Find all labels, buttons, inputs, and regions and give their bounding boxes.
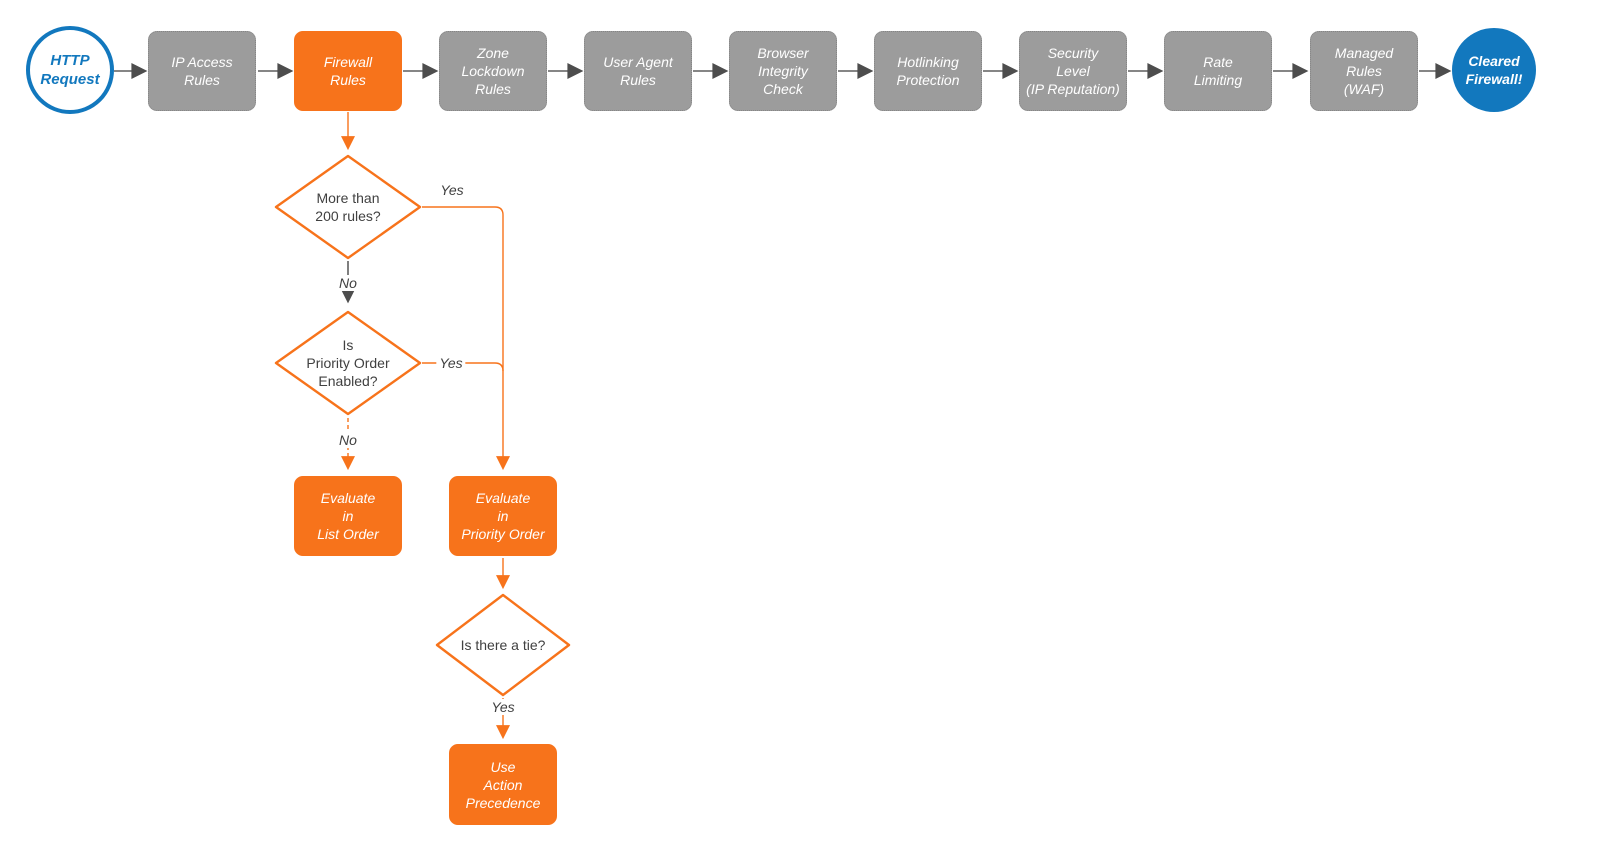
action-evaluate-list-order: Evaluate in List Order bbox=[294, 476, 402, 556]
step-firewall-rules-label: Firewall Rules bbox=[323, 54, 373, 88]
edge-decision-200-yes-to-priority-order bbox=[422, 206, 510, 471]
diamond-shape bbox=[274, 310, 422, 416]
step-hotlinking-protection: Hotlinking Protection bbox=[874, 31, 982, 111]
decision-priority-order-enabled-label: Is Priority Order Enabled? bbox=[306, 337, 390, 389]
decision-more-than-200-rules: More than 200 rules? bbox=[274, 154, 422, 260]
step-zone-lockdown-rules: Zone Lockdown Rules bbox=[439, 31, 547, 111]
node-cleared-firewall-label: Cleared Firewall! bbox=[1465, 53, 1523, 87]
step-browser-integrity-check-label: Browser Integrity Check bbox=[757, 45, 809, 97]
node-http-request-label: HTTP Request bbox=[40, 52, 100, 88]
step-zone-lockdown-rules-label: Zone Lockdown Rules bbox=[461, 45, 525, 97]
node-cleared-firewall: Cleared Firewall! bbox=[1452, 28, 1536, 112]
step-firewall-rules: Firewall Rules bbox=[294, 31, 402, 111]
step-ip-access-rules: IP Access Rules bbox=[148, 31, 256, 111]
edge-label-d3-yes: Yes bbox=[488, 699, 518, 715]
edge-label-d1-no: No bbox=[336, 275, 360, 291]
action-use-action-precedence-label: Use Action Precedence bbox=[465, 758, 541, 811]
edge-label-d2-yes: Yes bbox=[436, 355, 466, 371]
edge-label-d2-no: No bbox=[336, 432, 360, 448]
decision-more-than-200-rules-label: More than 200 rules? bbox=[315, 190, 381, 224]
decision-is-there-a-tie: Is there a tie? bbox=[435, 593, 571, 697]
action-evaluate-priority-order-label: Evaluate in Priority Order bbox=[461, 490, 545, 542]
node-http-request: HTTP Request bbox=[26, 26, 114, 114]
action-evaluate-priority-order: Evaluate in Priority Order bbox=[449, 476, 557, 556]
step-rate-limiting: Rate Limiting bbox=[1164, 31, 1272, 111]
decision-priority-order-enabled: Is Priority Order Enabled? bbox=[274, 310, 422, 416]
step-security-level-label: Security Level (IP Reputation) bbox=[1026, 45, 1120, 97]
edge-decision-priority-yes-join bbox=[422, 362, 504, 372]
step-ip-access-rules-label: IP Access Rules bbox=[171, 54, 233, 88]
step-hotlinking-protection-label: Hotlinking Protection bbox=[896, 54, 960, 88]
edge-label-d1-yes: Yes bbox=[437, 182, 467, 198]
step-browser-integrity-check: Browser Integrity Check bbox=[729, 31, 837, 111]
step-rate-limiting-label: Rate Limiting bbox=[1193, 54, 1243, 88]
step-user-agent-rules: User Agent Rules bbox=[584, 31, 692, 111]
action-evaluate-list-order-label: Evaluate in List Order bbox=[317, 490, 379, 542]
step-managed-rules-waf: Managed Rules (WAF) bbox=[1310, 31, 1418, 111]
step-managed-rules-waf-label: Managed Rules (WAF) bbox=[1334, 45, 1394, 97]
diamond-shape bbox=[274, 154, 422, 260]
step-security-level: Security Level (IP Reputation) bbox=[1019, 31, 1127, 111]
diamond-shape bbox=[435, 593, 571, 697]
action-use-action-precedence: Use Action Precedence bbox=[449, 744, 557, 825]
decision-is-there-a-tie-label: Is there a tie? bbox=[460, 637, 546, 653]
step-user-agent-rules-label: User Agent Rules bbox=[603, 54, 673, 88]
